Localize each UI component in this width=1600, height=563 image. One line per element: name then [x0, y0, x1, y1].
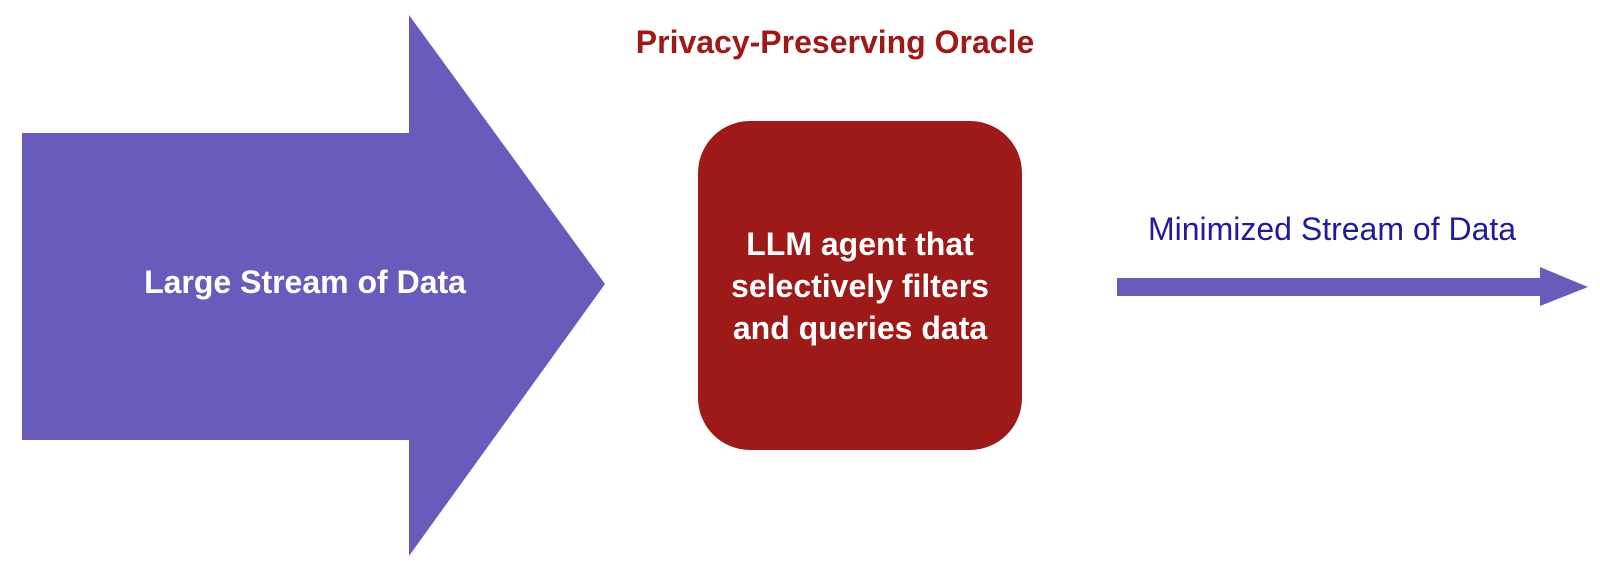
llm-agent-label: LLM agent that selectively filters and q…: [731, 225, 989, 346]
large-stream-arrow: [22, 15, 605, 556]
minimized-stream-label: Minimized Stream of Data: [1147, 211, 1517, 247]
minimized-stream-arrow-shaft: [1117, 278, 1547, 296]
minimized-stream-arrow-head: [1540, 267, 1588, 306]
llm-agent-box: LLM agent that selectively filters and q…: [698, 121, 1022, 450]
oracle-title: Privacy-Preserving Oracle: [635, 24, 1035, 60]
large-stream-label: Large Stream of Data: [144, 264, 466, 300]
